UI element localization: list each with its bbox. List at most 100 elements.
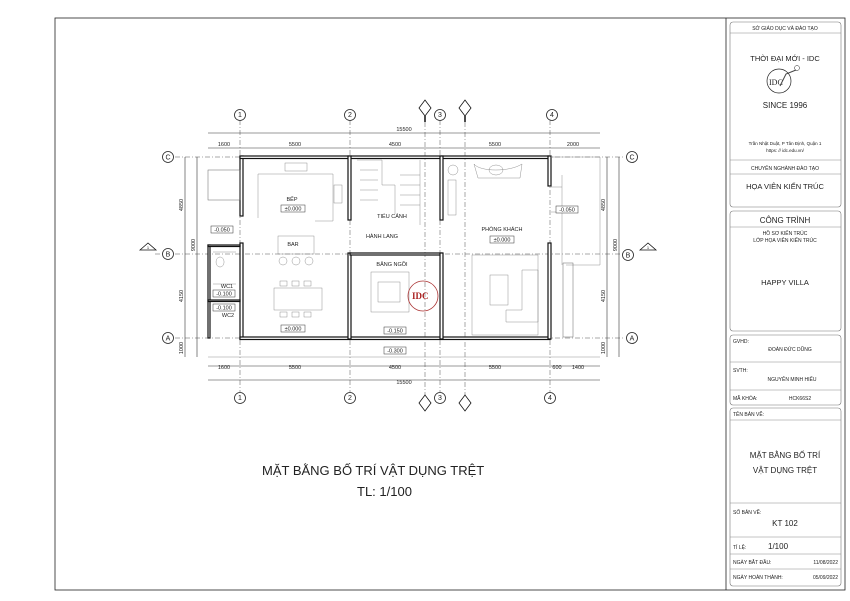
- dimensions: 15500 1600 5500 4500 5500 2000 1600 5500…: [179, 127, 620, 386]
- tb-sheet-no: KT 102: [772, 519, 798, 528]
- floor-plan: 1 2 3 4 1 2 3 4 C B A C B A 1 1: [138, 99, 658, 412]
- axis-a-left: A: [166, 336, 171, 343]
- tb-end: 05/09/2022: [813, 575, 838, 581]
- tb-project-name: HAPPY VILLA: [761, 278, 809, 287]
- walls: [207, 155, 601, 341]
- tb-instructor-label: GVHD:: [733, 339, 749, 345]
- tb-sheet-no-label: SỐ BẢN VẼ:: [733, 509, 761, 516]
- room-label-wc2: WC2: [222, 313, 234, 319]
- dim-top: 5500: [289, 142, 301, 148]
- tb-start: 11/08/2022: [813, 560, 838, 566]
- section-mark-left: 1: [147, 245, 150, 250]
- room-labels: BẾP TIỂU CẢNH HÀNH LANG BAR BĂNG NGỒI PH…: [221, 196, 523, 319]
- sheet-border: [54, 17, 846, 591]
- tb-scale: 1/100: [768, 542, 789, 551]
- room-label-wc1: WC1: [221, 284, 233, 290]
- dim-bottom: 4500: [389, 365, 401, 371]
- room-label-bar: BAR: [287, 242, 298, 248]
- dim-bottom: 5500: [289, 365, 301, 371]
- dim-left-total: 9000: [191, 239, 197, 251]
- dim-top: 5500: [489, 142, 501, 148]
- room-label-kitchen: BẾP: [286, 196, 297, 203]
- dim-right: 1000: [601, 342, 607, 354]
- axis-3-top: 3: [438, 112, 442, 119]
- level-bench: -0.150: [387, 329, 403, 335]
- level-entry-left: -0.050: [214, 228, 230, 234]
- dim-bottom: 5500: [489, 365, 501, 371]
- dim-right: 4850: [601, 199, 607, 211]
- drawing-title: MẶT BẰNG BỐ TRÍ VẬT DỤNG TRỆT: [262, 463, 484, 478]
- level-kitchen: ±0.000: [285, 207, 302, 213]
- tb-course-label: MÃ KHÓA:: [733, 395, 757, 402]
- axis-1-top: 1: [238, 112, 242, 119]
- tb-instructor: ĐOÀN ĐỨC DŨNG: [768, 346, 812, 353]
- sofa: [505, 269, 539, 323]
- dim-top: 2000: [567, 142, 579, 148]
- dim-right: 4150: [601, 290, 607, 302]
- tb-website[interactable]: https: // idc.edu.vn/: [766, 148, 805, 153]
- tb-major: HỌA VIÊN KIẾN TRÚC: [746, 181, 824, 191]
- level-wc2: -0.100: [216, 306, 232, 312]
- level-tags: ±0.000 ±0.000 ±0.000 -0.050 -0.050 -0.10…: [210, 204, 579, 355]
- bar-counter: [277, 235, 315, 255]
- tb-sheet-name-label: TÊN BẢN VẼ:: [733, 410, 764, 418]
- level-yard: -0.300: [387, 349, 403, 355]
- tb-sheet-name-2: VẬT DỤNG TRỆT: [753, 466, 817, 475]
- furniture: [213, 159, 539, 336]
- section-markers: 1 1: [138, 99, 658, 412]
- dining-table: [273, 287, 323, 311]
- room-label-hallway: HÀNH LANG: [366, 233, 398, 240]
- drawing-scale: TL: 1/100: [357, 484, 412, 499]
- tb-student: NGUYỄN MINH HIẾU: [768, 376, 817, 383]
- dim-top: 1600: [218, 142, 230, 148]
- bench-seat: [370, 271, 410, 313]
- dim-bottom: 1400: [572, 365, 584, 371]
- tb-project-sub1: HỒ SƠ KIẾN TRÚC: [763, 230, 808, 237]
- dim-bottom: 1600: [218, 365, 230, 371]
- axis-1-bottom: 1: [238, 395, 242, 402]
- tb-course: HCK66S2: [789, 396, 811, 402]
- section-mark-right: 1: [647, 245, 650, 250]
- tb-school: THỜI ĐẠI MỚI - IDC: [750, 54, 820, 63]
- level-living: ±0.000: [494, 238, 511, 244]
- axis-2-bottom: 2: [348, 395, 352, 402]
- watermark-text: IDC: [412, 291, 429, 301]
- level-entry-right: -0.050: [559, 208, 575, 214]
- room-label-courtyard: TIỂU CẢNH: [377, 213, 407, 220]
- tb-scale-label: TỈ LỆ:: [733, 543, 746, 551]
- tb-student-label: SVTH:: [733, 368, 748, 374]
- tb-major-label: CHUYÊN NGHÀNH ĐÀO TẠO: [751, 164, 819, 172]
- dim-left: 4850: [179, 199, 185, 211]
- dim-top-total: 15500: [396, 127, 411, 133]
- living-armchairs: [473, 163, 523, 179]
- axis-b-right: B: [626, 253, 631, 260]
- axis-2-top: 2: [348, 112, 352, 119]
- logo-text: IDC: [769, 78, 783, 87]
- axis-c-left: C: [165, 155, 170, 162]
- title-block: SỞ GIÁO DỤC VÀ ĐÀO TẠO THỜI ĐẠI MỚI - ID…: [729, 21, 842, 587]
- living-rug: [471, 254, 539, 336]
- dim-top: 4500: [389, 142, 401, 148]
- axis-a-right: A: [630, 336, 635, 343]
- axis-b-left: B: [166, 252, 171, 259]
- axis-4-top: 4: [550, 112, 554, 119]
- tb-project-label: CÔNG TRÌNH: [760, 216, 811, 225]
- axis-4-bottom: 4: [548, 395, 552, 402]
- dim-bottom-total: 15500: [396, 380, 411, 386]
- dim-bottom: 600: [552, 365, 561, 371]
- tb-end-label: NGÀY HOÀN THÀNH:: [733, 574, 783, 581]
- dim-left: 1000: [179, 342, 185, 354]
- tb-address: Trần Nhật Duật, P Tân Định, Quận 1: [749, 141, 822, 146]
- idc-watermark: IDC: [407, 280, 439, 312]
- tb-since: SINCE 1996: [763, 101, 808, 110]
- level-dining: ±0.000: [285, 327, 302, 333]
- room-label-living: PHÒNG KHÁCH: [482, 226, 523, 233]
- dim-right-total: 9000: [613, 239, 619, 251]
- tb-department: SỞ GIÁO DỤC VÀ ĐÀO TẠO: [752, 25, 818, 32]
- tb-start-label: NGÀY BẮT ĐẦU:: [733, 558, 771, 566]
- dim-left: 4150: [179, 290, 185, 302]
- grid-bubbles: 1 2 3 4 1 2 3 4 C B A C B A: [162, 109, 638, 404]
- axis-3-bottom: 3: [438, 395, 442, 402]
- level-wc1: -0.100: [216, 292, 232, 298]
